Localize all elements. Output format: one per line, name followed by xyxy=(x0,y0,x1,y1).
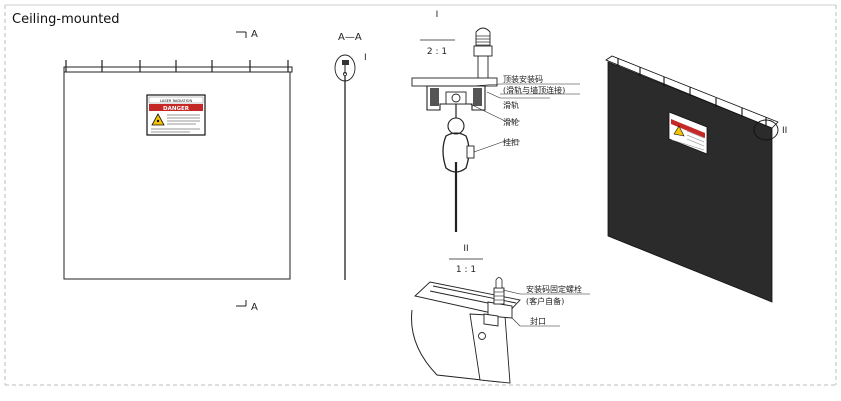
callout-bolt: 安装码固定螺栓 xyxy=(526,284,582,294)
laser-hazard-icon xyxy=(151,113,165,126)
section-mark-bottom: A xyxy=(251,302,258,313)
perspective-view: II xyxy=(605,55,787,303)
callout-hook: 挂扣 xyxy=(503,137,519,147)
sign-danger: DANGER xyxy=(163,106,190,112)
callout-mount: 顶装安装码 xyxy=(503,74,543,84)
detail-1: I 2 : 1 xyxy=(411,10,580,232)
section-label: A—A xyxy=(338,32,362,43)
callout-pulley: 滑轮 xyxy=(503,117,519,127)
drawing-title: Ceiling-mounted xyxy=(12,12,120,27)
callout-rail: 滑轨 xyxy=(503,100,519,110)
detail-1-label: I xyxy=(436,10,439,20)
detail-1-scale: 2 : 1 xyxy=(427,47,447,57)
mounting-bolt xyxy=(473,27,493,78)
section-arrow-bottom: A xyxy=(236,300,258,313)
detail-ref-1: I xyxy=(364,53,367,63)
end-cap xyxy=(483,277,513,327)
perspective-sign xyxy=(668,111,708,155)
section-view: A—A I xyxy=(334,32,367,280)
ceiling-plate xyxy=(411,77,498,87)
section-mark-top: A xyxy=(251,29,258,40)
detail-ref-2: II xyxy=(782,126,787,136)
detail-circle-2 xyxy=(753,119,779,141)
detail-2: II 1 : 1 安装码固定螺栓 (客户自备) 封口 xyxy=(411,244,590,384)
front-view: A A LASER RADIATION DANGER xyxy=(63,29,293,313)
detail-2-scale: 1 : 1 xyxy=(456,265,476,275)
perspective-rail xyxy=(605,55,779,129)
carabiner xyxy=(442,132,470,173)
callout-seal: 封口 xyxy=(530,316,546,326)
detail-2-cutout xyxy=(411,309,501,383)
front-rail xyxy=(63,66,293,73)
callout-mount-note: (滑轨与墙顶连接) xyxy=(503,85,565,95)
sign-header: LASER RADIATION xyxy=(160,99,193,103)
warning-sign: LASER RADIATION DANGER xyxy=(146,94,206,136)
callout-bolt-note: (客户自备) xyxy=(526,296,564,306)
pulley-ring xyxy=(447,117,465,135)
section-arrow-top: A xyxy=(236,29,258,40)
perspective-hangers xyxy=(617,58,767,126)
detail-2-label: II xyxy=(463,244,468,254)
perspective-curtain xyxy=(607,61,773,303)
